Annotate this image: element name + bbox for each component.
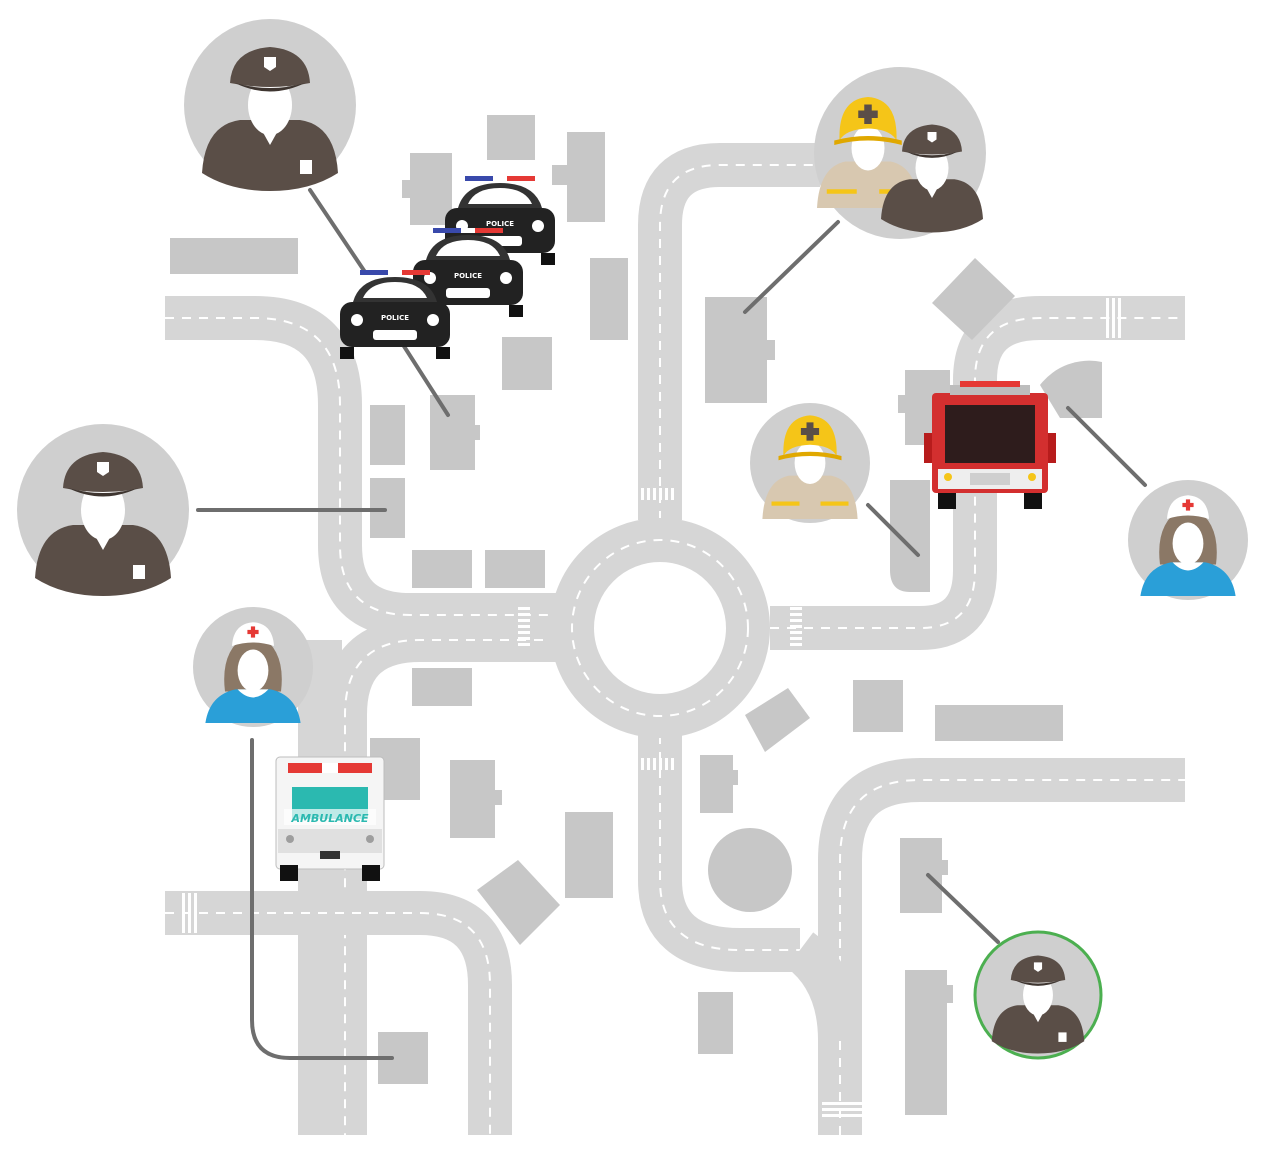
firefighter-avatar[interactable] xyxy=(750,403,870,523)
police-car-icon[interactable]: POLICE xyxy=(340,270,450,359)
police-officer-icon xyxy=(202,47,338,191)
ambulance-icon[interactable]: AMBULANCE xyxy=(275,756,385,881)
buildings xyxy=(170,115,1102,1115)
nurse-avatar-right[interactable] xyxy=(1128,480,1248,600)
police-officer-avatar-top[interactable] xyxy=(184,19,356,191)
firefighter-police-avatar[interactable] xyxy=(814,67,986,239)
police-car-icon[interactable]: POLICE xyxy=(413,228,523,317)
nurse-icon xyxy=(1140,495,1236,596)
police-officer-avatar-selected[interactable] xyxy=(973,930,1103,1060)
police-officer-icon xyxy=(991,955,1085,1054)
police-car-label: POLICE xyxy=(454,272,482,280)
ambulance-label: AMBULANCE xyxy=(290,812,369,825)
police-officer-icon xyxy=(881,124,983,233)
police-car-label: POLICE xyxy=(486,220,514,228)
police-officer-avatar-left[interactable] xyxy=(17,424,189,596)
police-officer-icon xyxy=(35,452,171,596)
firefighter-icon xyxy=(762,415,858,519)
fire-truck-icon[interactable] xyxy=(924,381,1056,509)
connector-lines xyxy=(196,188,1147,1060)
nurse-icon xyxy=(205,622,301,723)
police-car-label: POLICE xyxy=(381,314,409,322)
nurse-avatar-left[interactable] xyxy=(193,607,313,727)
crosswalks xyxy=(182,298,1121,1117)
road-network xyxy=(165,143,1185,1135)
